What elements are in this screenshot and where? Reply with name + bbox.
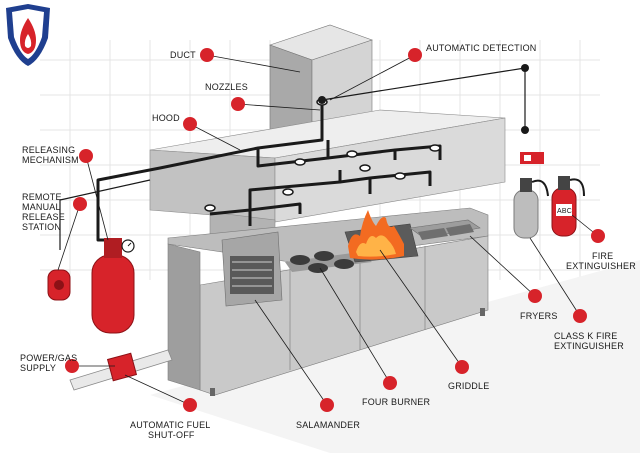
label-power-line1: POWER/GAS bbox=[20, 353, 77, 363]
four-burner-marker-icon bbox=[383, 376, 397, 390]
fire-shield-icon bbox=[6, 4, 50, 66]
remote-release-marker-icon bbox=[73, 197, 87, 211]
label-fire-ext-line1: FIRE bbox=[592, 251, 613, 261]
fire-extinguisher-abc: ABC bbox=[551, 176, 585, 237]
detection-node-icon bbox=[521, 64, 529, 72]
label-salamander: SALAMANDER bbox=[296, 420, 360, 430]
detection-node-icon bbox=[521, 126, 529, 134]
label-auto-fuel-line1: AUTOMATIC FUEL bbox=[130, 420, 210, 430]
label-auto-fuel-line2: SHUT-OFF bbox=[148, 430, 195, 440]
detection-node-icon bbox=[318, 96, 326, 104]
releasing-mechanism-marker-icon bbox=[79, 149, 93, 163]
label-class-k-line2: EXTINGUISHER bbox=[554, 341, 624, 351]
power-gas-marker-icon bbox=[65, 359, 79, 373]
class-k-marker-icon bbox=[573, 309, 587, 323]
auto-fuel-marker-icon bbox=[183, 398, 197, 412]
hood-marker-icon bbox=[183, 117, 197, 131]
automatic-detection-marker-icon bbox=[408, 48, 422, 62]
label-releasing-line1: RELEASING bbox=[22, 145, 75, 155]
labels: DUCT AUTOMATIC DETECTION NOZZLES HOOD RE… bbox=[20, 43, 636, 440]
label-four-burner: FOUR BURNER bbox=[362, 397, 431, 407]
label-duct: DUCT bbox=[170, 50, 196, 60]
abc-tag: ABC bbox=[557, 208, 572, 215]
label-hood: HOOD bbox=[152, 113, 180, 123]
manual-release-station bbox=[47, 269, 71, 301]
fryers-marker-icon bbox=[528, 289, 542, 303]
floor bbox=[150, 260, 640, 453]
class-k-extinguisher bbox=[513, 178, 549, 239]
exit-sign-icon bbox=[520, 152, 544, 164]
suppression-piping bbox=[96, 100, 442, 242]
fire-extinguisher-marker-icon bbox=[591, 229, 605, 243]
label-fire-ext-line2: EXTINGUISHER bbox=[566, 261, 636, 271]
label-remote-line2: MANUAL bbox=[22, 202, 61, 212]
label-class-k-line1: CLASS K FIRE bbox=[554, 331, 617, 341]
gas-supply bbox=[69, 349, 173, 391]
label-remote-line3: RELEASE bbox=[22, 212, 65, 222]
salamander-marker-icon bbox=[320, 398, 334, 412]
label-griddle: GRIDDLE bbox=[448, 381, 489, 391]
salamander-unit bbox=[221, 231, 283, 307]
label-releasing-line2: MECHANISM bbox=[22, 155, 79, 165]
label-fryers: FRYERS bbox=[520, 311, 558, 321]
label-automatic-detection: AUTOMATIC DETECTION bbox=[426, 43, 536, 53]
nozzles bbox=[204, 98, 441, 212]
duct-marker-icon bbox=[200, 48, 214, 62]
agent-tank bbox=[91, 238, 135, 334]
label-power-line2: SUPPLY bbox=[20, 363, 56, 373]
label-remote-line1: REMOTE bbox=[22, 192, 62, 202]
griddle-marker-icon bbox=[455, 360, 469, 374]
fryers bbox=[409, 219, 481, 240]
label-nozzles: NOZZLES bbox=[205, 82, 248, 92]
fire-flames bbox=[348, 210, 404, 260]
label-remote-line4: STATION bbox=[22, 222, 61, 232]
nozzles-marker-icon bbox=[231, 97, 245, 111]
